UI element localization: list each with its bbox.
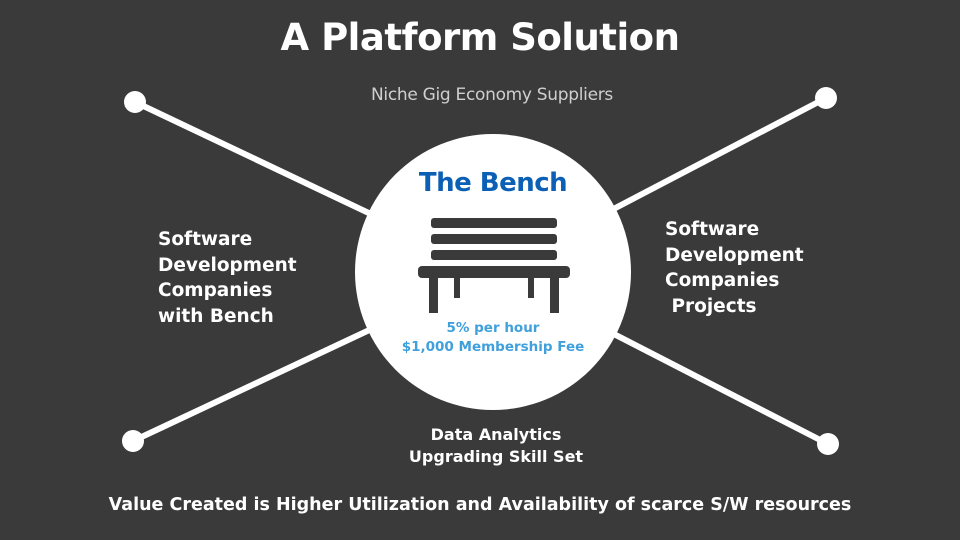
hub-circle: The Bench 5% per hour $1,000 Membership … <box>355 134 631 410</box>
slide-title: A Platform Solution <box>280 16 680 59</box>
label-left: Software Development Companies with Benc… <box>158 227 297 329</box>
node-bottom-right <box>817 433 839 455</box>
label-right-line: Development <box>665 244 804 266</box>
label-right: Software Development Companies Projects <box>665 217 804 319</box>
label-right-line: Projects <box>665 295 757 317</box>
hub-membership-fee: $1,000 Membership Fee <box>401 339 585 355</box>
node-top-right <box>815 87 837 109</box>
label-right-line: Software <box>665 219 760 240</box>
slide-subtitle: Niche Gig Economy Suppliers <box>370 85 613 105</box>
hub-title: The Bench <box>418 168 568 198</box>
label-left-line: Development <box>158 254 297 276</box>
label-left-line: Software <box>158 229 253 250</box>
label-bottom-line: Data Analytics <box>430 425 562 444</box>
hub-hourly-rate: 5% per hour <box>446 320 540 336</box>
slide-footer: Value Created is Higher Utilization and … <box>108 495 852 515</box>
bench-icon <box>418 218 570 313</box>
label-right-line: Companies <box>665 270 780 291</box>
label-left-line: with Bench <box>158 305 274 327</box>
label-bottom: Data Analytics Upgrading Skill Set <box>346 424 646 468</box>
node-bottom-left <box>122 430 144 452</box>
node-top-left <box>124 91 146 113</box>
label-left-line: Companies <box>158 280 273 301</box>
label-bottom-line: Upgrading Skill Set <box>408 447 584 466</box>
